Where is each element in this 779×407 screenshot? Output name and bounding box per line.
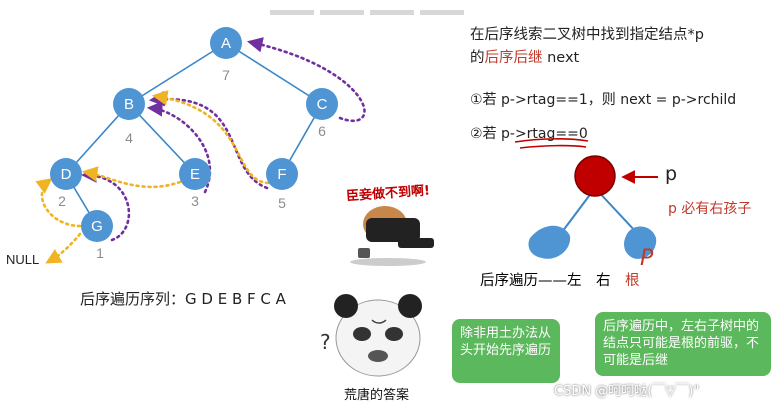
postorder-label-root: 根 <box>625 273 640 289</box>
tree-node-label-b: B <box>124 96 134 113</box>
title-line-1: 在后序线索二叉树中找到指定结点*p <box>470 23 704 44</box>
postorder-number-c: 6 <box>318 123 326 139</box>
kneeling-girl-sticker: 臣妾做不到啊! <box>342 178 446 266</box>
meme-caption: 荒唐的答案 <box>344 384 409 403</box>
tree-node-label-d: D <box>61 166 72 183</box>
tree-node-label-e: E <box>190 166 200 183</box>
hint-box-2: 后序遍历中，左右子树中的结点只可能是根的前驱，不可能是后继 <box>595 312 771 376</box>
title-prefix: 的 <box>470 50 485 66</box>
tree-node-label-g: G <box>91 218 103 235</box>
hint-box-1: 除非用土办法从头开始先序遍历 <box>452 319 560 383</box>
left-subtree-shape <box>529 226 571 259</box>
title-highlight: 后序后继 <box>485 50 543 66</box>
case-2: ②若 p->rtag==0 <box>470 123 588 143</box>
p-handwritten: P <box>640 246 653 271</box>
watermark: CSDN @呵呵哒(￣▽￣)" <box>554 380 699 399</box>
panda-meme-image <box>334 294 422 376</box>
postorder-label-prefix: 后序遍历——左 右 <box>480 273 625 289</box>
postorder-number-g: 1 <box>96 245 104 261</box>
thread-E-succ <box>85 172 180 187</box>
thread-F-succ <box>155 96 268 183</box>
postorder-sequence: 后序遍历序列：G D E B F C A <box>80 288 286 309</box>
tree-node-label-a: A <box>221 35 231 52</box>
p-note: p 必有右孩子 <box>668 198 751 218</box>
postorder-number-a: 7 <box>222 67 230 83</box>
thread-G-null <box>48 234 80 262</box>
tree-node-label-f: F <box>277 166 286 183</box>
tree-node-label-c: C <box>317 96 328 113</box>
p-node <box>575 156 615 196</box>
case-1: ①若 p->rtag==1，则 next = p->rchild <box>470 89 736 109</box>
title-suffix: next <box>543 50 580 66</box>
postorder-number-d: 2 <box>58 193 66 209</box>
postorder-number-f: 5 <box>278 195 286 211</box>
postorder-label: 后序遍历——左 右 根 <box>480 269 640 290</box>
p-label: p <box>665 163 677 185</box>
title-line-2: 的后序后继 next <box>470 46 579 67</box>
postorder-number-b: 4 <box>125 130 133 146</box>
postorder-number-e: 3 <box>191 193 199 209</box>
null-label: NULL <box>6 252 39 267</box>
question-mark: ? <box>320 330 331 354</box>
